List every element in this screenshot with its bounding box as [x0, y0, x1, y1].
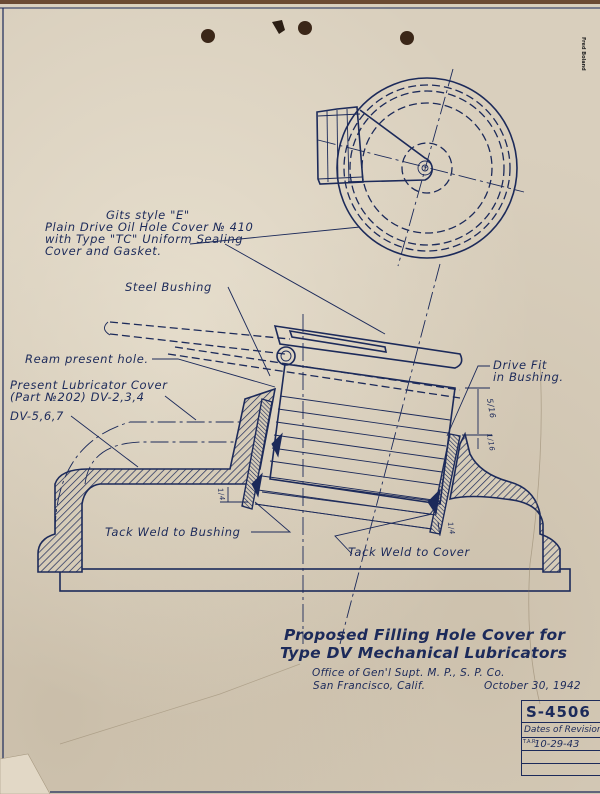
- handle-phantom-end: [104, 321, 111, 336]
- present-cover-line1: Present Lubricator Cover: [10, 378, 168, 392]
- photo-credit: Fred Boland: [580, 37, 586, 71]
- date-line: October 30, 1942: [484, 680, 581, 692]
- weld-left-upper: [271, 432, 283, 458]
- punch-hole: [298, 21, 312, 35]
- weld-left: [251, 472, 263, 498]
- present-cover-line2: (Part №202) DV-2,3,4: [10, 390, 145, 404]
- punch-holes: [201, 20, 414, 45]
- gits-callout-line4: Cover and Gasket.: [45, 244, 162, 258]
- dim-weld-right: 1/4: [445, 521, 457, 536]
- punch-hole: [400, 31, 414, 45]
- revision-block: S-4506 Dates of Revision T.A.R. 10-29-43: [521, 700, 600, 776]
- paper-crease: [59, 663, 301, 745]
- leader-drive-fit: [446, 365, 490, 437]
- punch-hole: [201, 29, 215, 43]
- location-line: San Francisco, Calif.: [313, 680, 426, 692]
- drive-fit-line1: Drive Fit: [493, 358, 548, 372]
- leader-gits-section: [224, 243, 386, 335]
- revision-header: Dates of Revision: [522, 723, 600, 738]
- revision-row: T.A.R. 10-29-43: [522, 738, 600, 751]
- tack-weld-cover-label: Tack Weld to Cover: [348, 545, 470, 559]
- blueprint-sheet: Gits style "E" Plain Drive Oil Hole Cove…: [0, 4, 600, 794]
- revision-row-empty: [522, 764, 600, 777]
- dv567-label: DV-5,6,7: [10, 409, 64, 423]
- gits-callout-line2: Plain Drive Oil Hole Cover № 410: [45, 220, 254, 234]
- base-plate: [59, 568, 571, 592]
- leader-tack-bushing: [251, 501, 292, 533]
- gits-callout-line3: with Type "TC" Uniform Sealing: [45, 232, 244, 246]
- office-line: Office of Gen'l Supt. M. P., S. P. Co.: [312, 667, 505, 679]
- title-line2: Type DV Mechanical Lubricators: [280, 644, 568, 662]
- old-cover-outline-dv234: [54, 421, 240, 535]
- section-centerline: [339, 263, 441, 645]
- handle-phantom: [109, 321, 291, 340]
- leader-steel-bushing: [227, 286, 271, 377]
- technical-drawing: [0, 7, 600, 794]
- handle-phantom: [109, 333, 286, 355]
- leader-ream: [152, 358, 276, 388]
- revision-initials: T.A.R.: [523, 739, 537, 745]
- left-bushing: [241, 398, 273, 510]
- old-cover-outline-dv567: [84, 441, 235, 485]
- drive-fit-line2: in Bushing.: [493, 370, 564, 384]
- leader-gits-plan: [189, 226, 361, 245]
- steel-bushing-label: Steel Bushing: [125, 280, 212, 294]
- leader-dv567: [70, 415, 139, 468]
- dim-line-weld-right: [437, 521, 441, 537]
- lid-latch: [288, 329, 388, 353]
- hinge-pin: [276, 346, 296, 366]
- dim-weld-left: 1/4: [215, 487, 227, 502]
- tack-weld-bushing-label: Tack Weld to Bushing: [105, 525, 241, 539]
- paper-crease: [528, 363, 542, 705]
- revision-row-empty: [522, 751, 600, 764]
- leader-tack-cover: [334, 513, 433, 555]
- leader-present-cover: [164, 395, 197, 421]
- revision-date: 10-29-43: [534, 739, 580, 750]
- torn-hole: [272, 20, 285, 34]
- gits-callout-line1: Gits style "E": [106, 208, 190, 222]
- cover-cup: [269, 363, 456, 505]
- title-line1: Proposed Filling Hole Cover for: [284, 626, 566, 644]
- folded-corner: [0, 753, 51, 794]
- ream-hole-label: Ream present hole.: [25, 352, 149, 366]
- drawing-number: S-4506: [522, 701, 600, 723]
- right-cover-body: [448, 431, 561, 573]
- left-cover-body: [37, 387, 277, 573]
- section-view: [37, 321, 571, 592]
- cover-lid: [273, 325, 463, 369]
- top-view-plan: [316, 68, 525, 267]
